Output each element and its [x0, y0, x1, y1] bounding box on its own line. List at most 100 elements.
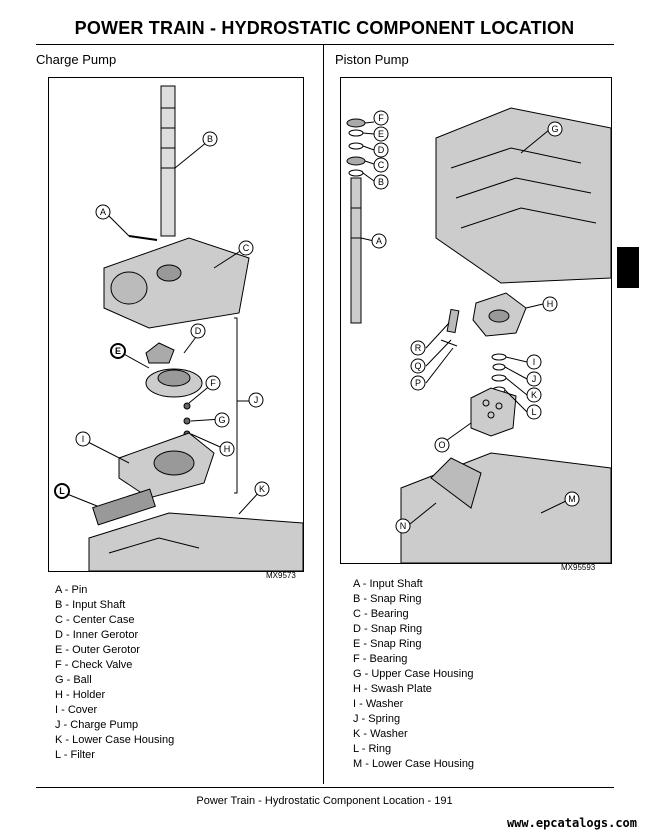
- callout-label-f: F: [210, 378, 216, 388]
- page-footer: Power Train - Hydrostatic Component Loca…: [196, 795, 453, 807]
- callout-m: [564, 491, 580, 507]
- callout-e2: [373, 126, 389, 142]
- callout-label-n: N: [400, 521, 407, 531]
- callout-p: [410, 375, 426, 391]
- callout-label-e: E: [115, 346, 121, 356]
- charge-pump-legend: A - Pin B - Input Shaft C - Center Case …: [55, 583, 174, 763]
- callout-k2: [526, 387, 542, 403]
- legend-item: A - Input Shaft: [353, 578, 423, 590]
- charge-pump-figure: B A C D E F G H J I K L: [48, 77, 304, 572]
- section-tab: [617, 247, 639, 288]
- callout-label-i2: I: [533, 357, 536, 367]
- footer-rule: [36, 787, 614, 788]
- callout-label-k2: K: [531, 390, 537, 400]
- callout-label-i: I: [82, 434, 85, 444]
- callout-f2: [373, 110, 389, 126]
- callout-b: [202, 131, 218, 147]
- callout-label-k: K: [259, 484, 265, 494]
- callout-h: [219, 441, 235, 457]
- column-divider: [323, 44, 324, 784]
- callout-label-d2: D: [378, 145, 385, 155]
- callout-label-l2: L: [531, 407, 536, 417]
- legend-item: J - Charge Pump: [55, 719, 139, 731]
- callout-c2: [373, 157, 389, 173]
- legend-item: H - Holder: [55, 689, 106, 701]
- callout-q: [410, 358, 426, 374]
- callout-label-c: C: [243, 243, 250, 253]
- legend-item: A - Pin: [55, 584, 88, 596]
- legend-item: L - Ring: [353, 743, 392, 755]
- callout-a2: [371, 233, 387, 249]
- callout-c: [238, 240, 254, 256]
- callout-a: [95, 204, 111, 220]
- callout-label-h2: H: [547, 299, 554, 309]
- callout-label-a2: A: [376, 236, 382, 246]
- piston-pump-legend: A - Input Shaft B - Snap Ring C - Bearin…: [353, 577, 474, 772]
- legend-item: J - Spring: [353, 713, 401, 725]
- legend-item: C - Center Case: [55, 614, 135, 626]
- legend-item: G - Ball: [55, 674, 92, 686]
- piston-pump-figure: F E D C B A G H R Q P I J K L O M N: [340, 77, 612, 564]
- legend-item: K - Washer: [353, 728, 408, 740]
- charge-pump-figure-id: MX9573: [266, 571, 296, 580]
- callout-o: [434, 437, 450, 453]
- callout-label-h: H: [224, 444, 231, 454]
- callout-h2: [542, 296, 558, 312]
- legend-item: C - Bearing: [353, 608, 409, 620]
- callout-l2: [526, 404, 542, 420]
- legend-item: M - Lower Case Housing: [353, 758, 475, 770]
- piston-pump-illustration: F E D C B A G H R Q P I J K L O M N: [346, 107, 611, 563]
- callout-l: [54, 483, 70, 499]
- callout-label-b: B: [207, 134, 213, 144]
- callout-label-d: D: [195, 326, 202, 336]
- legend-item: D - Snap Ring: [353, 623, 423, 635]
- callout-f: [205, 375, 221, 391]
- callout-label-l: L: [59, 486, 65, 496]
- callout-k: [254, 481, 270, 497]
- callout-label-e2: E: [378, 129, 384, 139]
- legend-item: I - Washer: [353, 698, 404, 710]
- callout-label-a: A: [100, 207, 106, 217]
- legend-item: E - Snap Ring: [353, 638, 422, 650]
- callout-label-o: O: [438, 440, 445, 450]
- legend-item: E - Outer Gerotor: [55, 644, 140, 656]
- callout-d: [190, 323, 206, 339]
- charge-pump-heading: Charge Pump: [36, 52, 117, 67]
- piston-pump-figure-id: MX95593: [561, 563, 596, 572]
- legend-item: B - Snap Ring: [353, 593, 422, 605]
- legend-item: H - Swash Plate: [353, 683, 432, 695]
- charge-pump-illustration: B A C D E F G H J I K L: [54, 85, 303, 571]
- legend-item: F - Check Valve: [55, 659, 133, 671]
- callout-label-m: M: [568, 494, 576, 504]
- callout-label-q: Q: [414, 361, 421, 371]
- callout-i: [75, 431, 91, 447]
- legend-item: L - Filter: [55, 749, 95, 761]
- legend-item: B - Input Shaft: [55, 599, 126, 611]
- legend-item: F - Bearing: [353, 653, 408, 665]
- piston-pump-heading: Piston Pump: [335, 52, 409, 67]
- callout-label-r: R: [415, 343, 422, 353]
- callout-j2: [526, 371, 542, 387]
- legend-item: K - Lower Case Housing: [55, 734, 175, 746]
- legend-item: D - Inner Gerotor: [55, 629, 139, 641]
- callout-j: [248, 392, 264, 408]
- watermark: www.epcatalogs.com: [506, 816, 637, 830]
- legend-item: I - Cover: [55, 704, 98, 716]
- callout-label-c2: C: [378, 160, 385, 170]
- callout-g: [214, 412, 230, 428]
- callout-i2: [526, 354, 542, 370]
- callout-label-p: P: [415, 378, 421, 388]
- callout-label-b2: B: [378, 177, 384, 187]
- callout-r: [410, 340, 426, 356]
- callout-g2: [547, 121, 563, 137]
- legend-item: G - Upper Case Housing: [353, 668, 474, 680]
- callout-n: [395, 518, 411, 534]
- callout-label-j: J: [254, 395, 259, 405]
- callout-b2: [373, 174, 389, 190]
- callout-label-g2: G: [551, 124, 558, 134]
- callout-e: [110, 343, 126, 359]
- callout-d2: [373, 142, 389, 158]
- callout-label-f2: F: [378, 113, 384, 123]
- header-rule: [36, 44, 614, 45]
- page-title: POWER TRAIN - HYDROSTATIC COMPONENT LOCA…: [74, 18, 575, 38]
